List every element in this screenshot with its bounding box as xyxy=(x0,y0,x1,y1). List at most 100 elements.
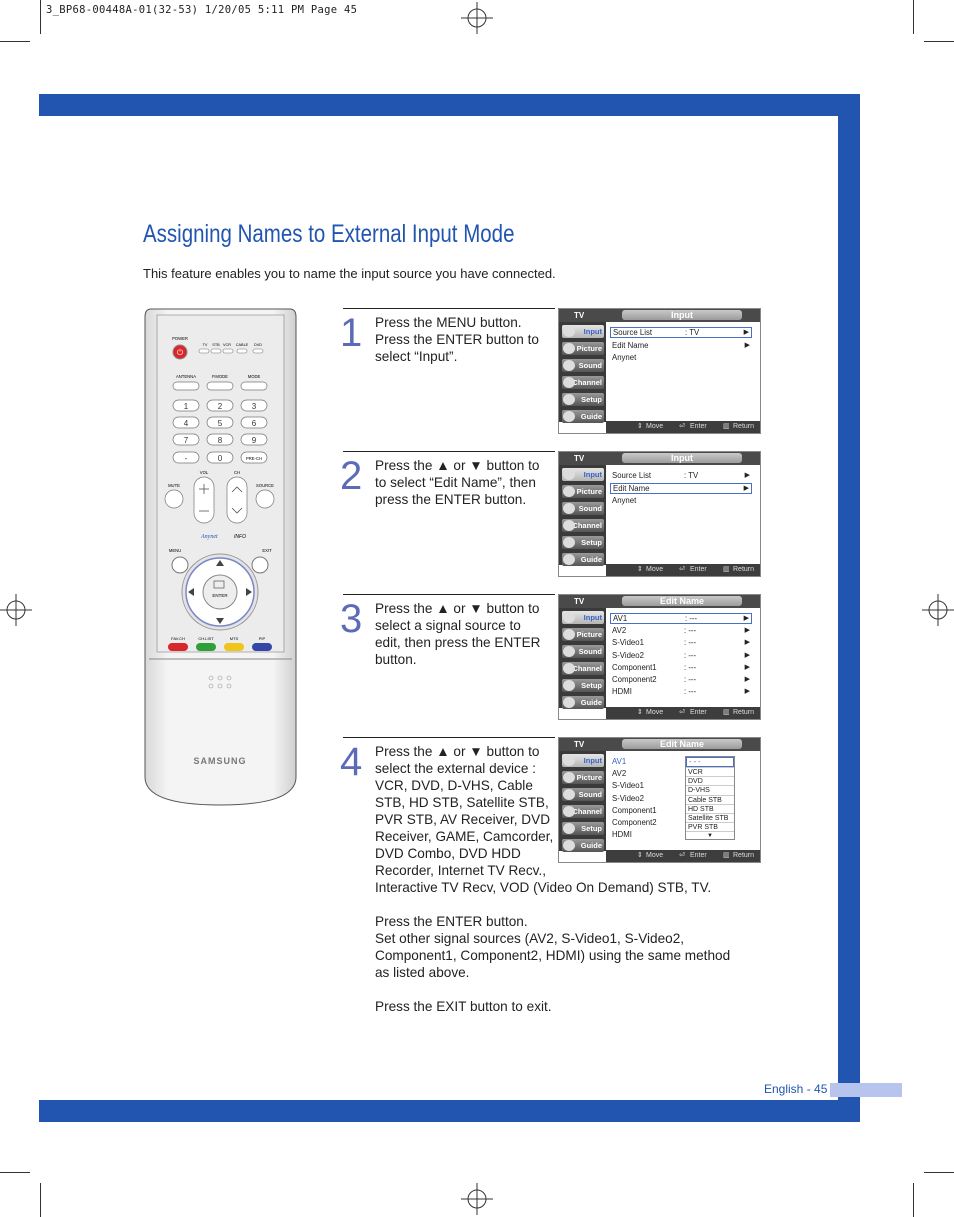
osd-menu-row[interactable]: AV2 xyxy=(612,769,627,779)
step-1-rule xyxy=(343,308,555,309)
osd-side-item-picture[interactable]: Picture xyxy=(562,485,604,498)
step-2-rule xyxy=(343,451,555,452)
step-2-number: 2 xyxy=(340,454,363,498)
osd-side-item-channel[interactable]: Channel xyxy=(562,519,604,532)
osd-side-item-picture[interactable]: Picture xyxy=(562,628,604,641)
osd-menu-row[interactable]: Edit Name▶ xyxy=(612,340,750,350)
osd-menu-row[interactable]: Component2: ---▶ xyxy=(612,675,750,684)
osd-menu-row[interactable]: HDMI: ---▶ xyxy=(612,687,750,697)
menu-glyph-icon xyxy=(563,772,575,783)
step-3-rule xyxy=(343,594,555,595)
return-icon: ▥ xyxy=(723,709,730,716)
osd-side-item-input[interactable]: Input xyxy=(562,468,604,481)
chevron-down-icon[interactable]: ▼ xyxy=(686,831,734,839)
menu-glyph-icon xyxy=(563,486,575,497)
osd-side-item-sound[interactable]: Sound xyxy=(562,502,604,515)
remote-label: CABLE xyxy=(236,343,249,347)
remote-digit: 8 xyxy=(218,436,223,445)
remote-label: EXIT xyxy=(262,548,272,553)
osd-menu-row[interactable]: S-Video2: ---▶ xyxy=(612,650,750,660)
crop-mark xyxy=(913,1183,914,1217)
osd-side-item-setup[interactable]: Setup xyxy=(562,536,604,549)
osd-side-item-picture[interactable]: Picture xyxy=(562,342,604,355)
osd-menu-row[interactable]: Edit Name▶ xyxy=(610,482,752,494)
osd-side-item-guide[interactable]: Guide xyxy=(562,696,604,709)
menu-glyph-icon xyxy=(563,629,575,640)
osd-side-item-setup[interactable]: Setup xyxy=(562,679,604,692)
osd-menu-row[interactable]: HDMI xyxy=(612,830,632,840)
move-icon: ⇕ xyxy=(637,423,643,430)
dropdown-option[interactable]: VCR xyxy=(686,767,734,776)
arrow-right-icon: ▶ xyxy=(744,676,750,683)
registration-mark-icon xyxy=(0,594,32,626)
osd-menu-row[interactable]: AV1 xyxy=(612,757,627,766)
osd-menu-row[interactable]: Source List: TV▶ xyxy=(612,471,750,480)
osd-side-item-sound[interactable]: Sound xyxy=(562,359,604,372)
osd-menu-row[interactable]: Component1: ---▶ xyxy=(612,662,750,672)
osd-menu-row[interactable]: Anynet xyxy=(612,353,637,362)
return-icon: ▥ xyxy=(723,423,730,430)
remote-label: STB xyxy=(212,343,220,347)
osd-menu-row[interactable]: S-Video2 xyxy=(612,793,644,803)
dropdown-option[interactable]: HD STB xyxy=(686,803,734,813)
osd-side-item-input[interactable]: Input xyxy=(562,754,604,767)
arrow-right-icon: ▶ xyxy=(743,615,749,622)
osd-side-item-guide[interactable]: Guide xyxy=(562,553,604,566)
osd-side-item-sound[interactable]: Sound xyxy=(562,645,604,658)
osd-menu-row[interactable]: Source List: TV▶ xyxy=(610,327,752,338)
osd-menu-row[interactable]: Component2 xyxy=(612,818,657,827)
osd-side-item-setup[interactable]: Setup xyxy=(562,393,604,406)
dropdown-option[interactable]: Satellite STB xyxy=(686,812,734,822)
step-4-number: 4 xyxy=(340,740,363,784)
osd-side-item-input[interactable]: Input xyxy=(562,325,604,338)
osd-side-item-setup[interactable]: Setup xyxy=(562,822,604,835)
osd-side-item-guide[interactable]: Guide xyxy=(562,410,604,423)
osd-side-item-input[interactable]: Input xyxy=(562,611,604,624)
arrow-right-icon: ▶ xyxy=(744,651,750,659)
remote-label: POWER xyxy=(172,336,188,341)
dropdown-option[interactable]: D-VHS xyxy=(686,785,734,794)
step-4-rule xyxy=(343,737,555,738)
enter-icon: ⏎ xyxy=(679,852,685,859)
osd-side-item-channel[interactable]: Channel xyxy=(562,662,604,675)
intro-text: This feature enables you to name the inp… xyxy=(143,266,556,281)
remote-digit: 4 xyxy=(184,419,189,428)
menu-glyph-icon xyxy=(563,469,575,480)
osd-side-item-sound[interactable]: Sound xyxy=(562,788,604,801)
arrow-right-icon: ▶ xyxy=(744,639,750,647)
dropdown-current: - - - xyxy=(686,757,734,767)
osd-menu-row[interactable]: AV1: ---▶ xyxy=(610,613,752,624)
remote-digit: 0 xyxy=(218,454,223,463)
osd-menu-title: Input xyxy=(622,453,742,463)
menu-glyph-icon xyxy=(563,680,575,691)
osd-tv-label: TV xyxy=(574,311,585,320)
registration-mark-icon xyxy=(461,2,493,34)
osd-menu-row[interactable]: AV2: ---▶ xyxy=(612,626,750,636)
remote-label: PIP xyxy=(259,636,266,641)
osd-menu-row[interactable]: Component1 xyxy=(612,805,657,815)
osd-tv-label: TV xyxy=(574,740,585,749)
osd-side-item-channel[interactable]: Channel xyxy=(562,805,604,818)
remote-label: VOL xyxy=(200,470,209,475)
menu-glyph-icon xyxy=(563,520,575,531)
osd-menu-row[interactable]: Anynet xyxy=(612,496,637,505)
osd-menu-row[interactable]: S-Video1 xyxy=(612,781,644,791)
right-band xyxy=(838,94,860,1122)
dropdown-option[interactable]: PVR STB xyxy=(686,822,734,831)
remote-label: DVD xyxy=(254,343,262,347)
dropdown-option[interactable]: Cable STB xyxy=(686,794,734,804)
osd-content: Source List: TV▶ Edit Name▶ Anynet xyxy=(608,467,758,563)
dropdown-option[interactable]: DVD xyxy=(686,776,734,785)
osd-menu-row[interactable]: S-Video1: ---▶ xyxy=(612,638,750,648)
osd-menu-title: Edit Name xyxy=(622,739,742,749)
remote-label: CH.LIST xyxy=(198,636,214,641)
menu-glyph-icon xyxy=(563,554,575,565)
arrow-right-icon: ▶ xyxy=(743,329,749,336)
osd-side-item-channel[interactable]: Channel xyxy=(562,376,604,389)
osd-side-item-picture[interactable]: Picture xyxy=(562,771,604,784)
osd-side-item-guide[interactable]: Guide xyxy=(562,839,604,852)
